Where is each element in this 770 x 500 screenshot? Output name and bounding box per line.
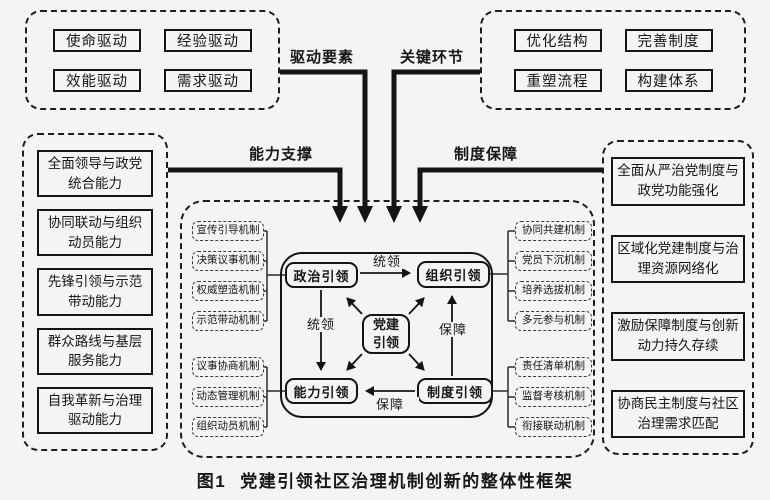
key-link-box: 构建体系 <box>624 68 713 92</box>
drive-flow-label: 驱动要素 <box>289 49 354 66</box>
party-building-core-box: 党建引领 <box>362 314 410 354</box>
guarantee-right-label: 保障 <box>431 322 475 337</box>
core-mechanism-container <box>180 200 595 458</box>
drive-factor-box: 经验驱动 <box>164 28 252 52</box>
key-link-box: 完善制度 <box>624 28 713 52</box>
mechanism-box: 培养选拔机制 <box>515 281 592 301</box>
key-link-box: 优化结构 <box>513 28 602 52</box>
drive-factor-box: 使命驱动 <box>53 28 141 52</box>
capability-panel: 全面领导与政党统合能力 协同联动与组织动员能力 先锋引领与示范带动能力 群众路线… <box>22 133 168 451</box>
institution-box: 激励保障制度与创新动力持久存续 <box>611 312 745 361</box>
political-lead-box: 政治引领 <box>285 262 358 288</box>
mechanism-box: 监督考核机制 <box>515 387 592 407</box>
drive-factor-box: 需求驱动 <box>164 68 252 92</box>
mechanism-box: 衔接联动机制 <box>515 417 592 437</box>
institutional-lead-box: 制度引领 <box>417 378 493 404</box>
drive-factor-box: 效能驱动 <box>53 68 141 92</box>
mechanism-box: 组织动员机制 <box>192 417 264 437</box>
mechanism-box: 宣传引导机制 <box>192 221 264 241</box>
lead-top-label: 统领 <box>358 254 416 269</box>
institution-panel: 全面从严治党制度与政党功能强化 区域化党建制度与治理资源网络化 激励保障制度与创… <box>602 140 754 455</box>
drive-flow-line <box>280 69 368 208</box>
mechanism-box: 议事协商机制 <box>192 357 264 377</box>
figure-title: 党建引领社区治理机制创新的整体性框架 <box>240 472 574 491</box>
institution-box: 协商民主制度与社区治理需求匹配 <box>611 389 745 438</box>
lead-left-label: 统领 <box>299 317 343 332</box>
institution-box: 全面从严治党制度与政党功能强化 <box>611 157 745 206</box>
key-link-flow-label: 关键环节 <box>399 49 464 66</box>
organizational-lead-box: 组织引领 <box>417 261 490 288</box>
figure-number: 图1 <box>196 472 227 491</box>
institution-flow-label: 制度保障 <box>453 146 518 163</box>
guarantee-bottom-label: 保障 <box>361 397 419 412</box>
capability-box: 自我革新与治理驱动能力 <box>37 386 153 434</box>
mechanism-box: 协同共建机制 <box>515 221 592 241</box>
mechanism-box: 权威塑造机制 <box>192 281 264 301</box>
institution-box: 区域化党建制度与治理资源网络化 <box>611 234 745 283</box>
figure-caption: 图1 党建引领社区治理机制创新的整体性框架 <box>0 467 770 492</box>
mechanism-box: 党员下沉机制 <box>515 251 592 271</box>
key-link-flow-line <box>391 69 480 208</box>
mechanism-box: 示范带动机制 <box>192 311 264 331</box>
capability-box: 先锋引领与示范带动能力 <box>37 268 153 316</box>
mechanism-box: 动态管理机制 <box>192 387 264 407</box>
capability-lead-box: 能力引领 <box>285 378 358 404</box>
capability-box: 群众路线与基层服务能力 <box>37 327 153 375</box>
capability-flow-label: 能力支撑 <box>248 146 313 163</box>
mechanism-box: 多元参与机制 <box>515 311 592 331</box>
capability-box: 协同联动与组织动员能力 <box>37 209 153 257</box>
key-link-box: 重塑流程 <box>513 68 602 92</box>
mechanism-box: 责任清单机制 <box>515 357 592 377</box>
key-links-panel: 优化结构 完善制度 重塑流程 构建体系 <box>480 10 746 110</box>
party-building-core-label: 党建引领 <box>372 317 399 350</box>
lead-cycle-frame <box>280 252 493 418</box>
mechanism-box: 决策议事机制 <box>192 251 264 271</box>
capability-box: 全面领导与政党统合能力 <box>37 150 153 198</box>
drive-factors-panel: 使命驱动 经验驱动 效能驱动 需求驱动 <box>25 10 280 110</box>
